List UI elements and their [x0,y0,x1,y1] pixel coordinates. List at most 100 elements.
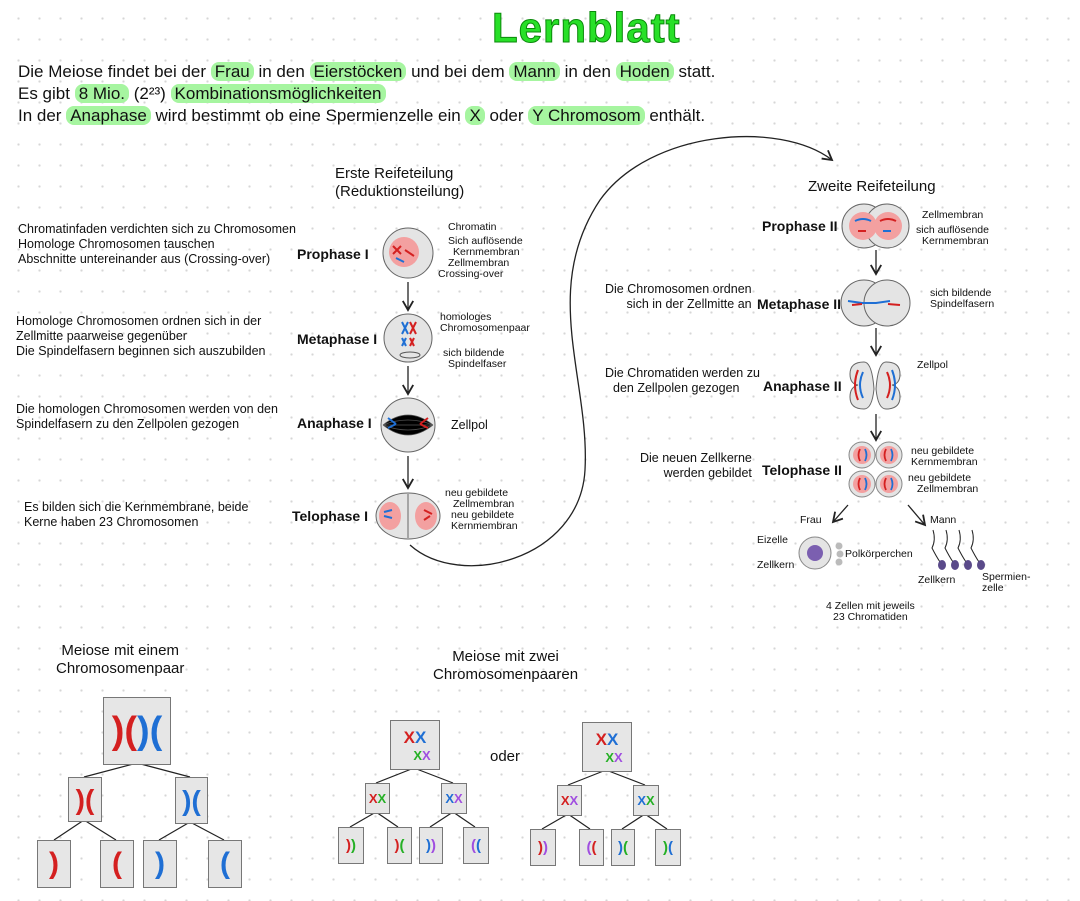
text: in den [559,62,616,81]
label: Kernmembran [911,456,978,468]
text: enthält. [644,106,706,125]
line: Spindelfasern zu den Zellpolen gezogen [16,417,240,431]
label: Sich auflösende [448,235,523,247]
line: Es bilden sich die Kernmembrane, beide [24,500,249,514]
label: sich bildende [930,287,992,299]
intro-line-3: In der Anaphase wird bestimmt ob eine Sp… [18,106,705,126]
gamete: ( [100,840,134,888]
prophase-2-label: Prophase II [762,218,838,234]
label: Zellmembran [917,483,979,495]
line: Die Chromatiden werden zu [605,366,760,380]
or-label: oder [490,748,521,765]
page-title: Lernblatt [492,4,681,52]
line: sich in der Zellmitte an [626,297,752,311]
highlight: X [465,106,485,125]
telophase-2-label: Telophase II [762,462,842,478]
egg-nucleus-label: Zellkern [757,559,795,571]
line: Kerne haben 23 Chromosomen [24,515,199,529]
text: wird bestimmt ob eine Spermienzelle ein [150,106,466,125]
polar-body-label: Polkörperchen [845,548,913,560]
cell-prophase-1 [382,227,434,279]
cells-telophase-2 [848,441,903,498]
cell-metaphase-1 [383,313,433,363]
cells-metaphase-2 [840,279,911,327]
metaphase-2-label: Metaphase II [757,296,842,312]
label: Kernmembran [451,520,518,532]
text: (2²³) [129,84,171,103]
text: und bei dem [406,62,510,81]
line: den Zellpolen gezogen [613,381,740,395]
highlight: Mann [509,62,560,81]
sperm-label: Spermien-zelle [982,572,1030,594]
daughter-cell: )( [68,777,102,822]
highlight: Eierstöcken [309,62,407,81]
anaphase-1-description: Die homologen Chromosomen werden von den… [16,402,278,432]
prophase-1-label: Prophase I [297,246,369,262]
label: Chromatin [448,221,497,233]
gamete: )( [611,829,635,866]
sperm-cells [931,529,985,570]
highlight: Hoden [615,62,674,81]
line: zelle [982,582,1004,594]
label: sich auflösende [916,224,989,236]
gamete: )( [387,827,412,864]
gamete: ) [37,840,71,888]
label: Zellmembran [453,498,515,510]
text: In der [18,106,67,125]
label: homologes [440,311,492,323]
anaphase-2-label: Anaphase II [763,378,842,394]
label: neu gebildete [451,509,515,521]
line: Die Spindelfasern beginnen sich auszubil… [16,344,266,358]
daughter-cell: )( [175,777,208,824]
label: Crossing-over [438,268,504,280]
line: 4 Zellen mit jeweils [826,600,915,612]
sperm-nucleus-label: Zellkern [918,574,956,586]
parent-cell: )()( [103,697,171,765]
gamete: )) [530,829,556,866]
label: Chromosomenpaar [440,322,530,334]
second-division-title: Zweite Reifeteilung [808,178,936,195]
label: Spindelfasern [930,298,995,310]
highlight: Frau [210,62,254,81]
gamete: ( [208,840,242,888]
text: statt. [673,62,716,81]
gamete: (( [579,829,604,866]
line: Die neuen Zellkerne [640,451,752,465]
line: 23 Chromatiden [832,611,908,623]
gamete: (( [463,827,489,864]
label: Kernmembran [922,235,989,247]
gamete: )) [338,827,364,864]
text: in den [253,62,310,81]
egg-label: Eizelle [757,534,788,546]
text: oder [484,106,529,125]
cells-prophase-2 [841,203,910,249]
cells-anaphase-2 [849,361,901,410]
highlight: Kombinationsmöglichkeiten [170,84,386,103]
title: Erste Reifeteilung [335,165,454,182]
label: sich bildende [443,347,505,359]
highlight: Y Chromosom [528,106,645,125]
label: neu gebildete [445,487,509,499]
anaphase-1-annotation: Zellpol [451,418,488,432]
telophase-1-label: Telophase I [292,508,368,524]
label: neu gebildete [908,472,972,484]
egg-cell [798,536,844,570]
label: neu gebildete [911,445,975,457]
metaphase-1-label: Metaphase I [297,331,378,347]
label: Kernmembran [453,246,520,258]
gamete: )) [419,827,443,864]
highlight: Anaphase [66,106,151,125]
arrows [402,136,927,567]
